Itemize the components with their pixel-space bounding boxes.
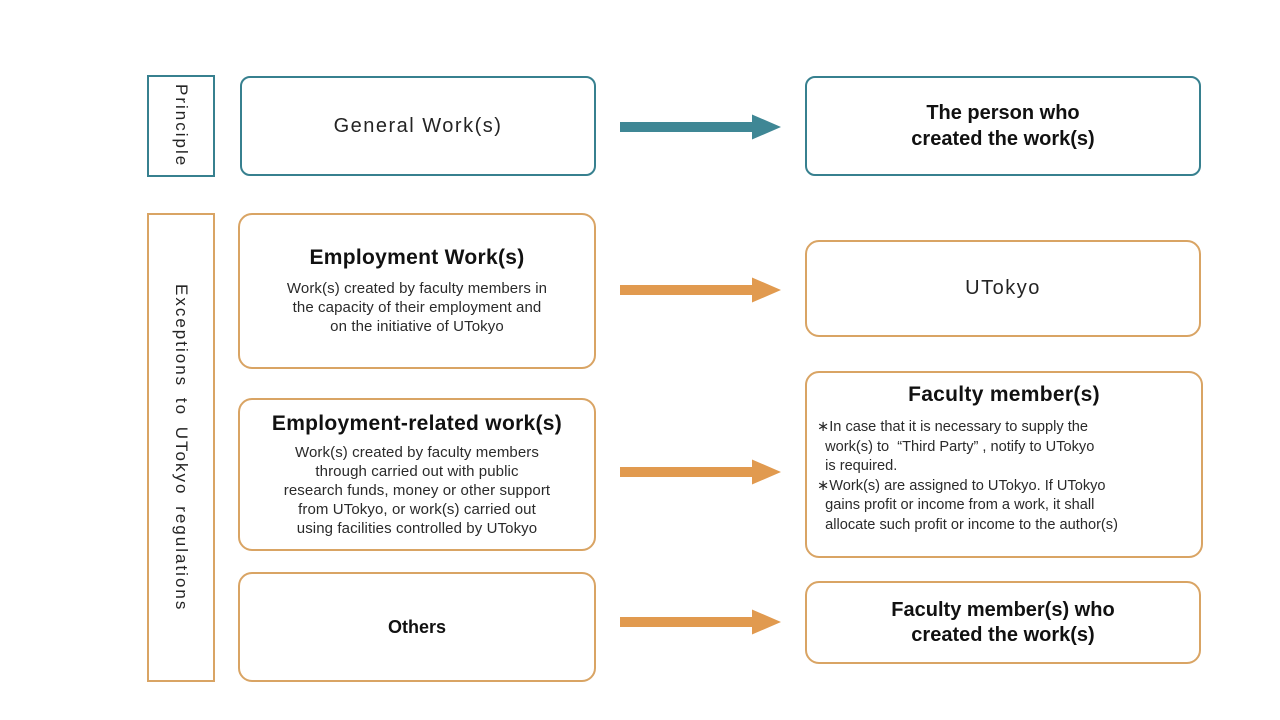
person-created-title: The person who created the work(s) xyxy=(911,102,1095,150)
employment-works-box: Employment Work(s) Work(s) created by fa… xyxy=(238,213,596,369)
person-created-box: The person who created the work(s) xyxy=(805,76,1201,176)
utokyo-box: UTokyo xyxy=(805,240,1201,337)
faculty-members-box: Faculty member(s) ∗In case that it is ne… xyxy=(805,371,1203,558)
arrow-shape xyxy=(620,459,781,485)
general-works-title: General Work(s) xyxy=(333,114,503,137)
others-box: Others xyxy=(238,572,596,682)
arrow-others-to-creator xyxy=(620,609,781,635)
faculty-created-box: Faculty member(s) who created the work(s… xyxy=(805,581,1201,664)
employment-related-title: Employment-related work(s) xyxy=(271,411,563,435)
exceptions-label-box: Exceptions to UTokyo regulations xyxy=(147,213,215,682)
arrow-shape xyxy=(620,114,781,140)
employment-related-body: Work(s) created by faculty members throu… xyxy=(283,443,551,537)
principle-label: Principle xyxy=(172,84,191,168)
arrow-related-to-faculty xyxy=(620,459,781,485)
utokyo-title: UTokyo xyxy=(965,277,1041,299)
faculty-note-assignment: ∗Work(s) are assigned to UTokyo. If UTok… xyxy=(817,477,1118,533)
faculty-note-third-party: ∗In case that it is necessary to supply … xyxy=(817,419,1095,474)
arrow-shape xyxy=(620,609,781,635)
general-works-box: General Work(s) xyxy=(240,76,596,176)
employment-works-body: Work(s) created by faculty members in th… xyxy=(286,280,548,335)
arrow-employment-to-utokyo xyxy=(620,277,781,303)
faculty-members-notes: ∗In case that it is necessary to supply … xyxy=(807,418,1201,535)
principle-label-box: Principle xyxy=(147,75,215,177)
faculty-members-title: Faculty member(s) xyxy=(908,383,1100,406)
arrow-shape xyxy=(620,277,781,303)
employment-works-title: Employment Work(s) xyxy=(309,246,525,269)
employment-related-box: Employment-related work(s) Work(s) creat… xyxy=(238,398,596,551)
exceptions-label: Exceptions to UTokyo regulations xyxy=(172,283,191,612)
faculty-created-title: Faculty member(s) who created the work(s… xyxy=(891,598,1115,646)
arrow-general-to-person xyxy=(620,114,781,140)
others-title: Others xyxy=(387,616,447,637)
